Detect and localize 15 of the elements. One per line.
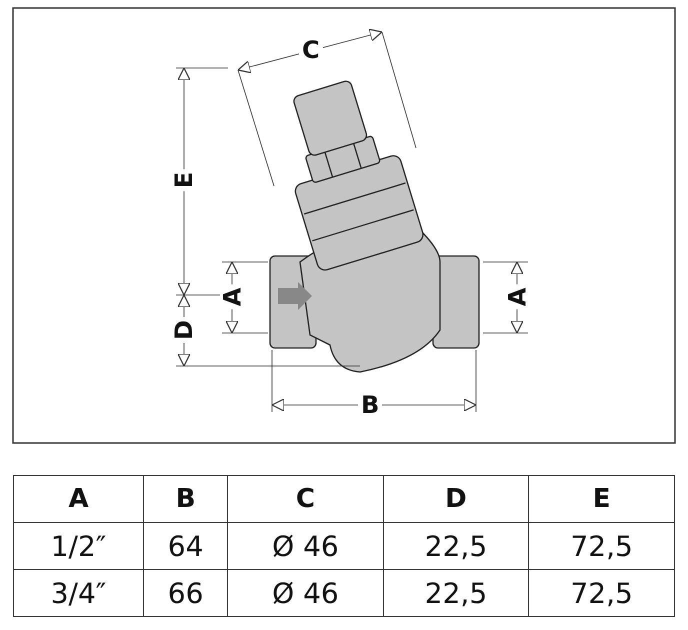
table-cell: Ø 46 xyxy=(228,522,384,570)
column-header: B xyxy=(144,476,228,522)
column-header: E xyxy=(528,476,674,522)
table-cell: Ø 46 xyxy=(228,570,384,616)
table-cell: 72,5 xyxy=(528,570,674,616)
table-cell: 22,5 xyxy=(383,570,529,616)
column-header: A xyxy=(14,476,144,522)
table-cell: 66 xyxy=(144,570,228,616)
table-cell: 3/4″ xyxy=(14,570,144,616)
table-cell: 72,5 xyxy=(528,522,674,570)
table-cell: 64 xyxy=(144,522,228,570)
table-cell: 22,5 xyxy=(383,522,529,570)
column-header: C xyxy=(228,476,384,522)
table-cell: 1/2″ xyxy=(14,522,144,570)
column-header: D xyxy=(383,476,529,522)
